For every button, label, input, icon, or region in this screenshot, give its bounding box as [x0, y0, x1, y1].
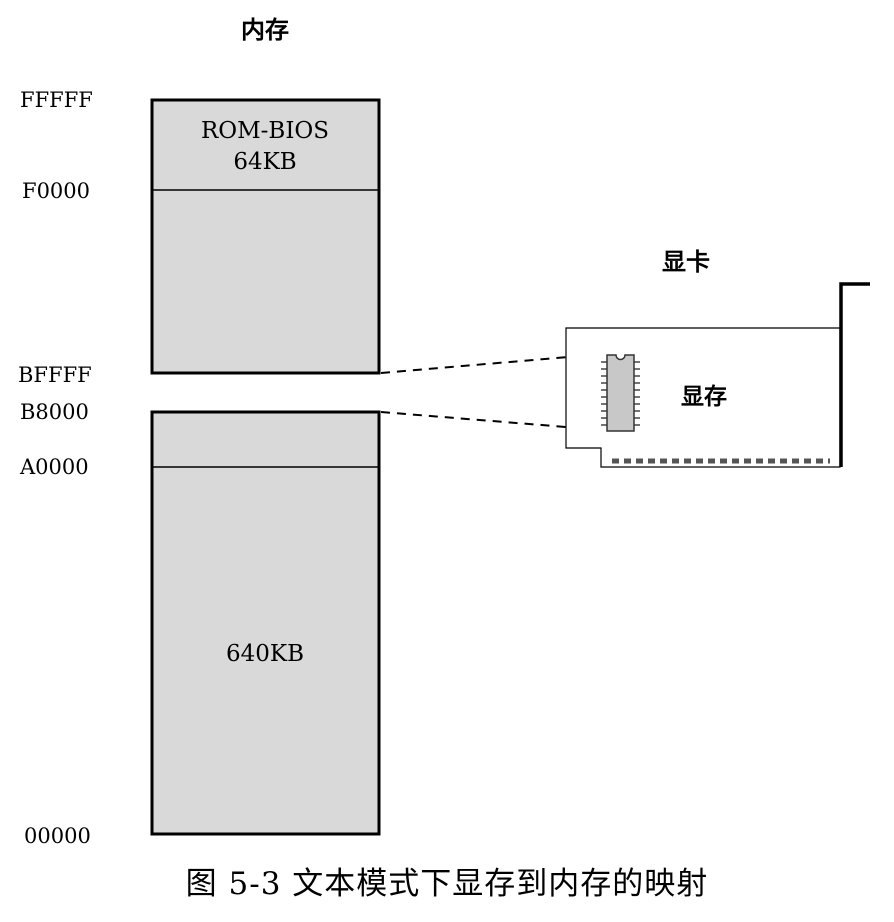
figure-caption: 图 5-3 文本模式下显存到内存的映射 [185, 866, 709, 902]
ram-size-label: 640KB [226, 641, 304, 667]
address-fffff: FFFFF [20, 88, 93, 112]
mapping-line-top [380, 353, 604, 374]
video-card: 显存 [565, 282, 870, 468]
card-bracket [839, 282, 870, 467]
address-b8000: B8000 [20, 400, 89, 424]
address-bffff: BFFFF [18, 363, 92, 387]
address-a0000: A0000 [19, 455, 89, 479]
rom-bios-label: ROM-BIOS [201, 118, 329, 144]
lower-memory-block [150, 410, 381, 836]
vram-label: 显存 [681, 383, 727, 410]
vram-chip-icon [601, 354, 640, 432]
memory-title: 内存 [241, 16, 289, 44]
address-00000: 00000 [24, 824, 91, 848]
address-f0000: F0000 [22, 179, 90, 203]
rom-size-label: 64KB [233, 149, 296, 175]
card-title: 显卡 [662, 248, 710, 276]
mapping-line-bottom [380, 411, 604, 431]
upper-memory-block [150, 98, 381, 375]
